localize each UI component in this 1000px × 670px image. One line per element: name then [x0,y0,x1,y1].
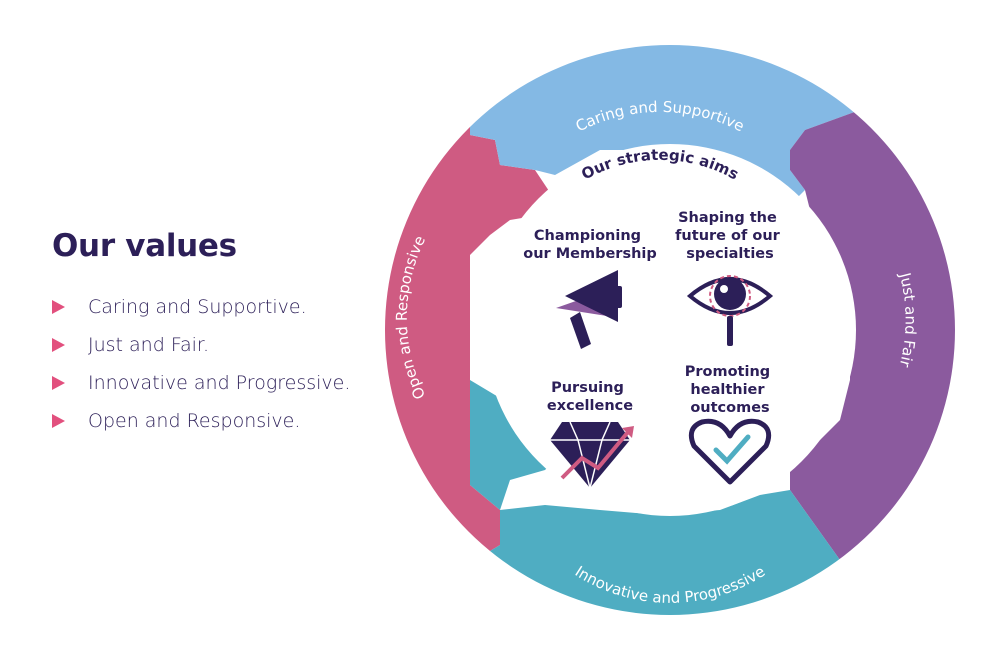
values-title: Our values [52,228,237,264]
triangle-bullet-icon [52,300,65,314]
aim-outcomes: Promoting healthier outcomes [685,364,775,485]
aim-label: Championing our Membership [523,228,657,262]
value-item-label: Open and Responsive. [88,410,301,432]
value-item: Open and Responsive. [52,402,382,440]
value-item-label: Just and Fair. [88,334,210,356]
values-panel: Our values Caring and Supportive. Just a… [52,228,382,440]
aim-excellence: Pursuing excellence [547,380,634,489]
diamond-arrow-icon [550,421,634,489]
triangle-bullet-icon [52,414,65,428]
megaphone-icon [556,270,622,349]
value-item: Caring and Supportive. [52,288,382,326]
values-list: Caring and Supportive. Just and Fair. In… [52,288,382,440]
value-item: Innovative and Progressive. [52,364,382,402]
triangle-bullet-icon [52,376,65,390]
aim-label: Shaping the future of our specialties [675,210,785,262]
aim-membership: Championing our Membership [523,228,657,349]
value-item-label: Caring and Supportive. [88,296,307,318]
value-item-label: Innovative and Progressive. [88,372,351,394]
heart-check-icon [688,418,772,485]
value-item: Just and Fair. [52,326,382,364]
aim-label: Pursuing excellence [547,380,633,414]
inner-circle [484,144,856,516]
segment-top [470,45,860,205]
aim-label: Promoting healthier outcomes [685,364,775,416]
aim-specialties: Shaping the future of our specialties [675,210,785,346]
eye-magnifier-icon [686,275,774,346]
triangle-bullet-icon [52,338,65,352]
